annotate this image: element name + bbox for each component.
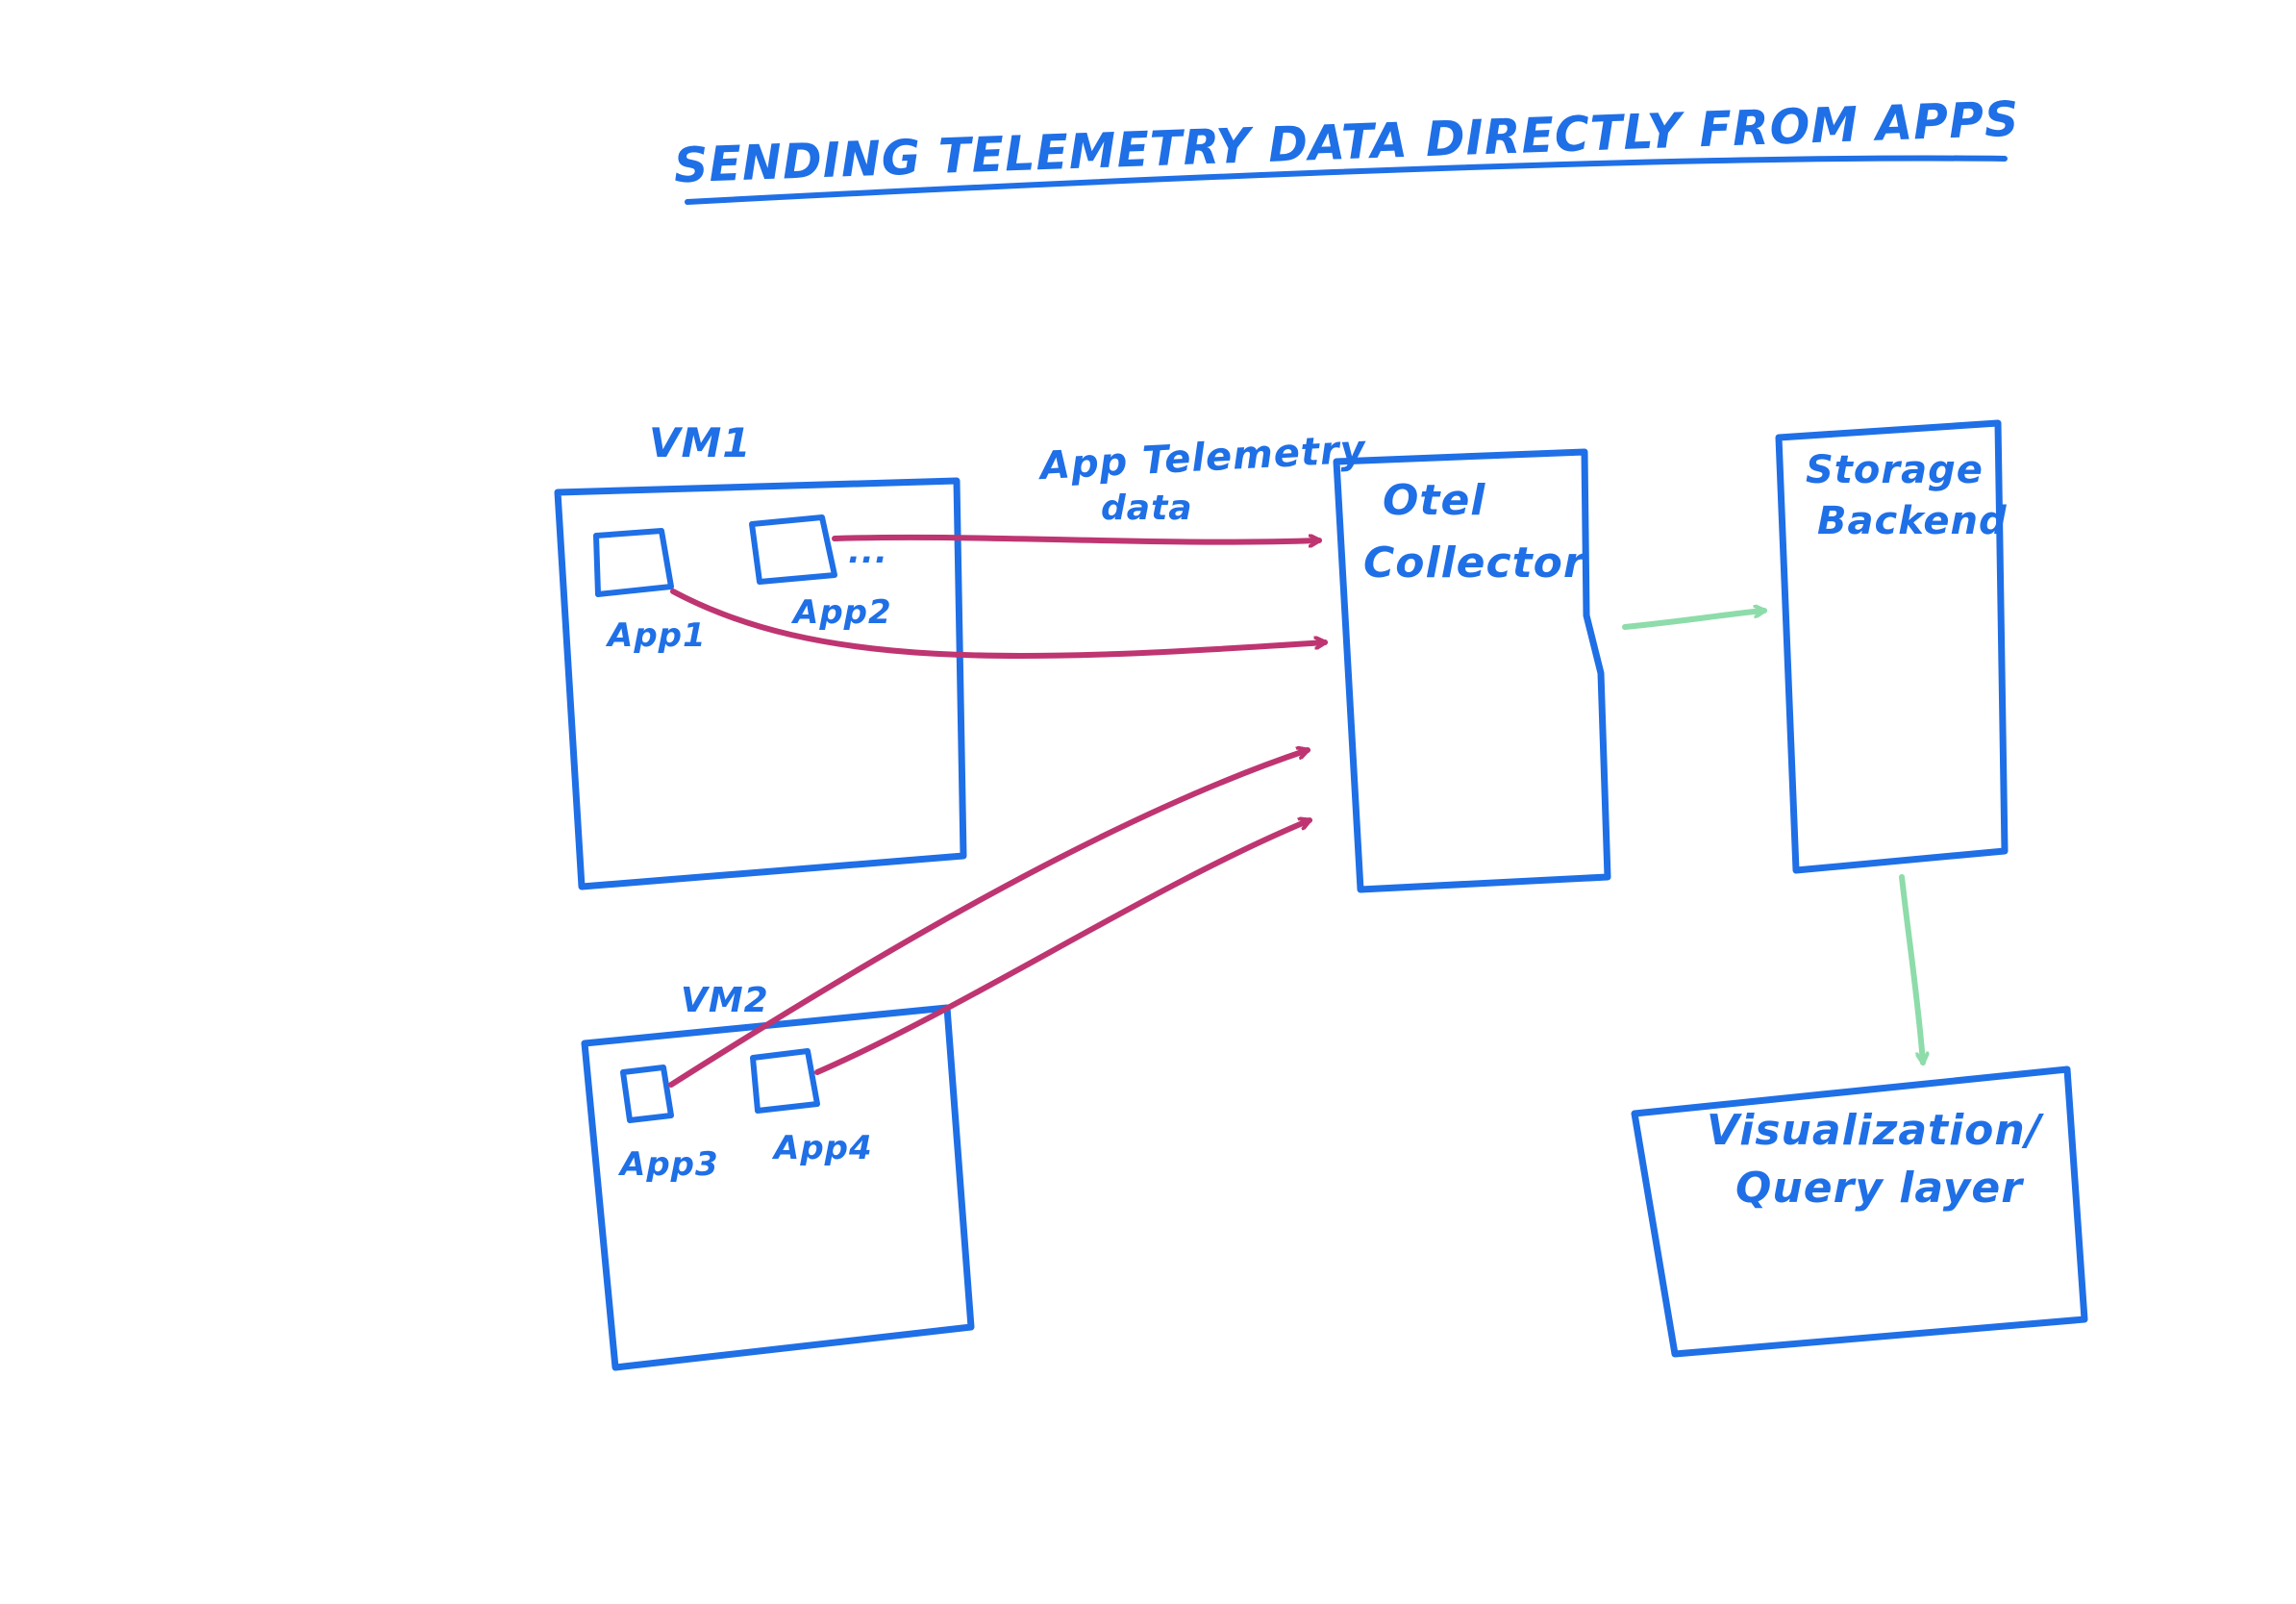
- vm2-box: [581, 1004, 975, 1371]
- app3-label: App3: [617, 1145, 719, 1184]
- title-group: SENDING TELEMETRY DATA DIRECTLY FROM APP…: [673, 91, 2020, 205]
- vm1-box: [554, 477, 967, 890]
- telemetry-label-line1: App Telemetry: [1036, 427, 1368, 489]
- storage-group: Storage Backend: [1775, 419, 2009, 874]
- vm1-label: VM1: [649, 419, 752, 466]
- vm2-label: VM2: [681, 981, 769, 1020]
- title-underline: [685, 155, 2008, 205]
- telemetry-arrows: [668, 538, 1328, 1088]
- arrow-app1-to-collector: [670, 589, 1328, 659]
- telemetry-label-group: App Telemetry data: [1036, 427, 1368, 528]
- arrow-app2-to-collector: [832, 538, 1322, 542]
- telemetry-label-line2: data: [1101, 489, 1193, 528]
- arrow-app3-to-collector: [668, 750, 1310, 1088]
- collector-label-line1: Otel: [1383, 476, 1485, 525]
- visualization-box: [1631, 1065, 2088, 1358]
- app3-box: [620, 1065, 674, 1123]
- app1-label: App1: [605, 616, 707, 655]
- arrow-app4-to-collector: [814, 820, 1312, 1075]
- app2-label: App2: [790, 593, 892, 632]
- collector-box: [1333, 448, 1611, 893]
- collector-group: Otel Collector: [1333, 448, 1611, 893]
- visualization-label-line2: Query layer: [1735, 1164, 2024, 1213]
- collector-label-line2: Collector: [1363, 539, 1586, 588]
- diagram-title: SENDING TELEMETRY DATA DIRECTLY FROM APP…: [673, 91, 2020, 194]
- app1-box: [593, 528, 674, 597]
- vm1-box-group: VM1 App1 App2 ...: [554, 419, 967, 890]
- arrow-storage-to-visualization: [1899, 874, 1923, 1065]
- app2-box: [749, 514, 837, 585]
- visualization-label-line1: Visualization/: [1707, 1106, 2045, 1155]
- app4-box: [750, 1048, 820, 1114]
- arrow-collector-to-storage: [1622, 611, 1767, 630]
- storage-box: [1775, 419, 2009, 874]
- app4-label: App4: [771, 1129, 873, 1167]
- visualization-group: Visualization/ Query layer: [1631, 1065, 2088, 1358]
- vm2-box-group: VM2 App3 App4: [581, 981, 975, 1371]
- storage-label-line1: Storage: [1806, 448, 1984, 492]
- storage-label-line2: Backend: [1817, 499, 2008, 543]
